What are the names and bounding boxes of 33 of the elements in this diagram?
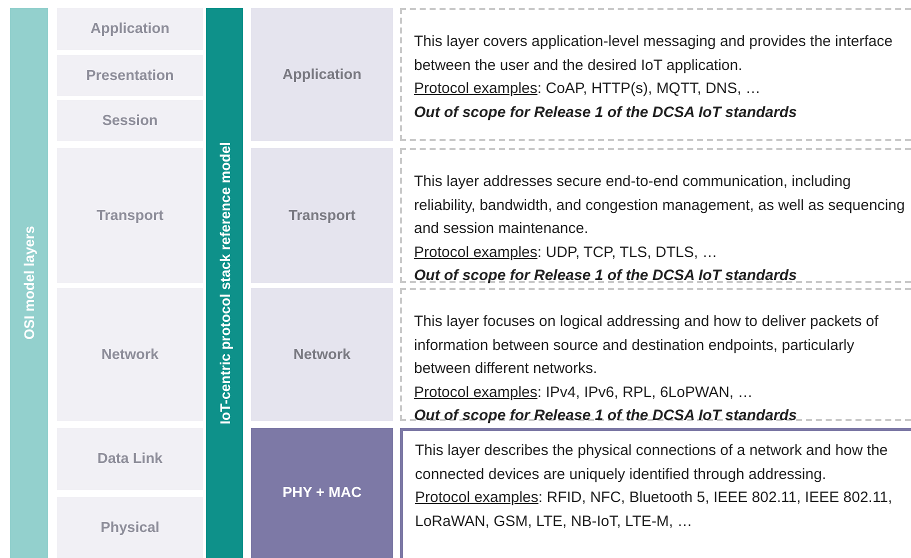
layer-description: This layer addresses secure end-to-end communication, including reliability, bandwidth, and congestion management, as well as sequencing and session maintenance. <box>414 172 905 239</box>
layer-description: This layer covers application-level messaging and provides the interface between the user and the desired IoT application. <box>414 32 894 76</box>
layer-name: Application <box>90 21 170 37</box>
layer-name: Data Link <box>97 451 163 467</box>
protocol-examples: Protocol examples: RFID, NFC, Bluetooth 5, IEEE 802.11, IEEE 802.11, LoRaWAN, GSM, LTE, NB-IoT, LTE-M, … <box>415 488 894 532</box>
layer-name: Network <box>293 346 351 362</box>
layer-cell <box>251 428 393 558</box>
layer-name: Network <box>101 346 159 362</box>
description-panel <box>400 8 911 141</box>
protocol-examples: Protocol examples: UDP, TCP, TLS, DTLS, … <box>414 242 718 262</box>
band-title: IoT-centric protocol stack reference model <box>216 142 232 424</box>
scope-note: Out of scope for Release 1 of the DCSA IoT standards <box>414 406 798 426</box>
layer-cell <box>251 288 393 421</box>
layer-cell <box>251 148 393 283</box>
layer-name: Transport <box>288 208 356 224</box>
layer-cell <box>251 8 393 141</box>
band-title: OSI model layers <box>21 226 37 340</box>
layer-description: This layer describes the physical connections of a network and how the connected devices are uniquely identified through addressing. <box>415 441 889 484</box>
layer-name: Application <box>282 66 362 82</box>
layer-name: Physical <box>100 520 160 536</box>
description-panel <box>400 428 911 558</box>
layer-name: Session <box>102 112 158 128</box>
description-panel <box>400 148 911 283</box>
layer-description: This layer focuses on logical addressing and how to deliver packets of information between source and destination endpoints, particularly between different networks. <box>414 312 880 379</box>
vertical-band <box>206 8 243 558</box>
protocol-examples: Protocol examples: IPv4, IPv6, RPL, 6LoPWAN, … <box>414 382 754 402</box>
protocol-examples: Protocol examples: CoAP, HTTP(s), MQTT, DNS, … <box>414 79 762 99</box>
scope-note: Out of scope for Release 1 of the DCSA IoT standards <box>414 266 798 286</box>
layer-name: PHY + MAC <box>282 485 362 501</box>
layer-name: Transport <box>96 208 164 224</box>
scope-note: Out of scope for Release 1 of the DCSA IoT standards <box>414 102 798 122</box>
layer-name: Presentation <box>86 68 174 84</box>
vertical-band <box>10 8 48 558</box>
